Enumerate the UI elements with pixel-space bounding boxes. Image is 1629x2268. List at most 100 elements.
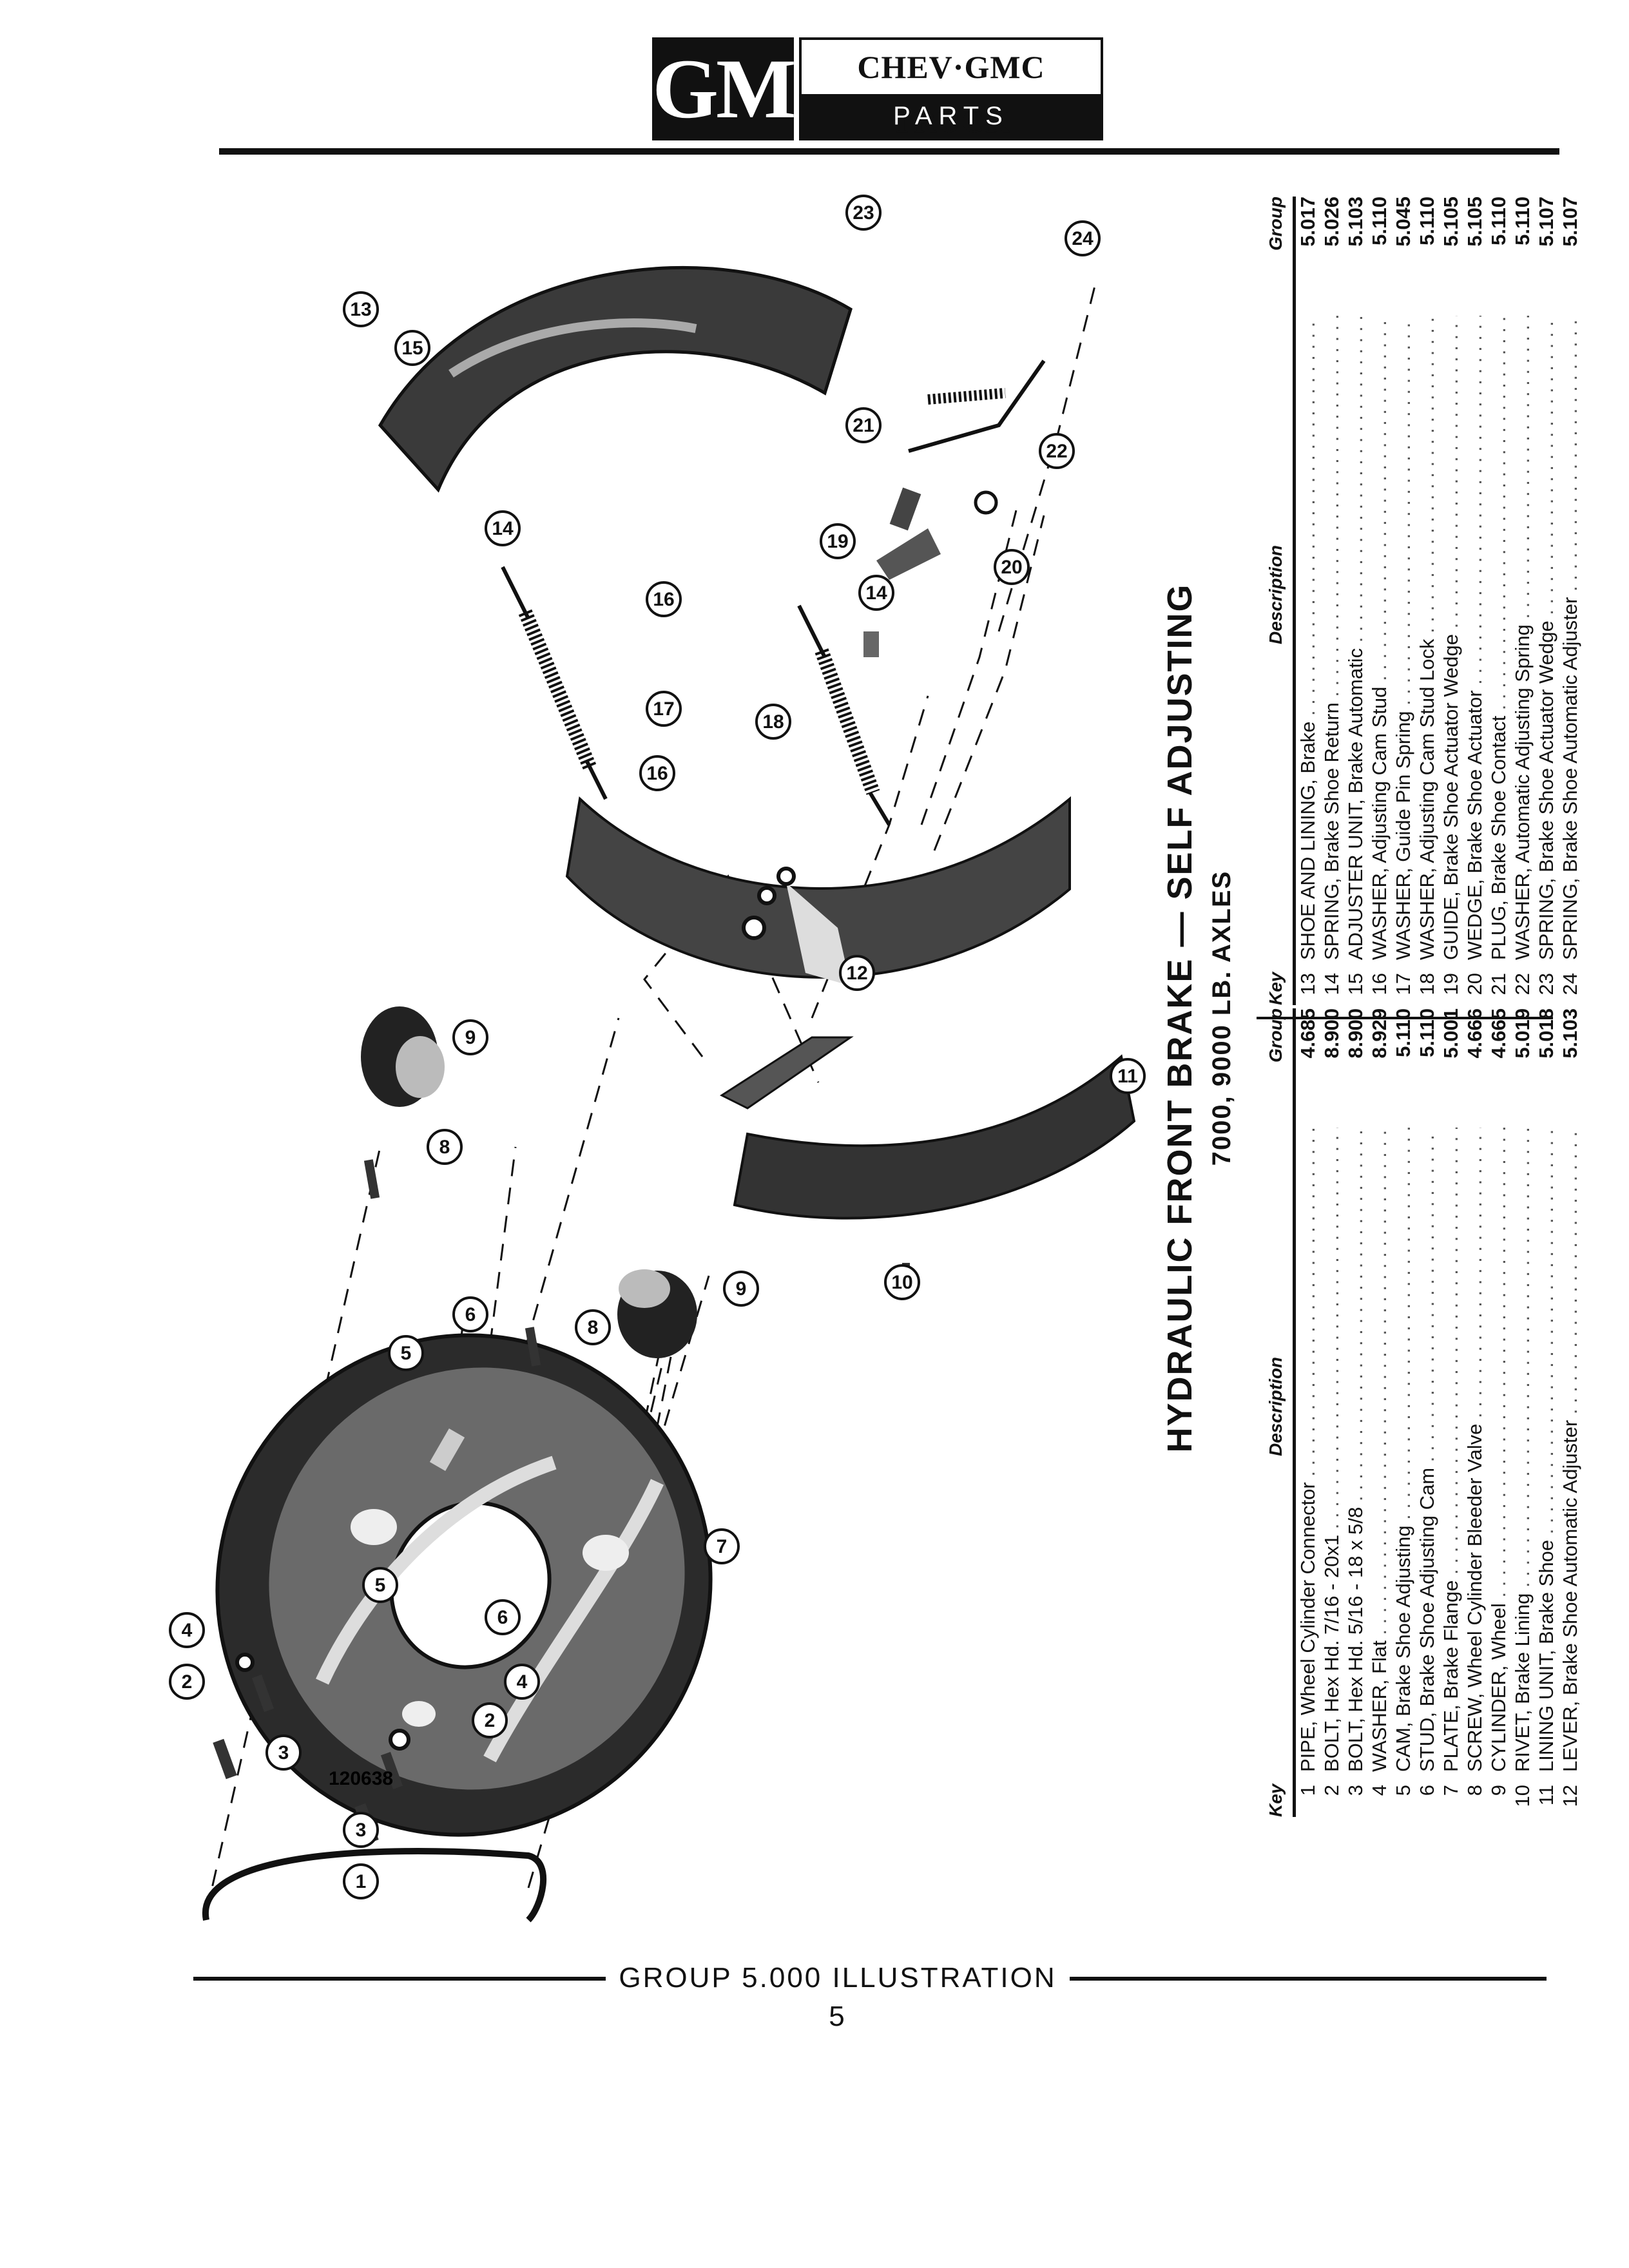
part-group: 5.110 [1367, 197, 1391, 293]
callout-20: 20 [994, 549, 1030, 585]
part-key: 7 [1440, 1785, 1462, 1796]
part-key: 8 [1463, 1785, 1486, 1796]
part-group: 5.105 [1439, 197, 1463, 293]
svg-text:20: 20 [1001, 557, 1022, 578]
gm-logo-mark: GM [652, 37, 796, 140]
part-description: CAM, Brake Shoe Adjusting [1391, 1128, 1415, 1772]
part-group: 4.665 [1487, 1008, 1510, 1105]
brake-shoe-lower [565, 796, 1071, 979]
svg-text:14: 14 [865, 582, 887, 604]
callout-15: 15 [394, 330, 430, 366]
svg-text:22: 22 [1046, 441, 1067, 462]
callout-16b: 16 [639, 755, 675, 791]
part-key: 11 [1535, 1785, 1557, 1806]
part-key: 24 [1559, 973, 1581, 995]
part-group: 5.107 [1558, 197, 1582, 293]
part-description: PLUG, Brake Shoe Contact [1487, 316, 1510, 960]
svg-text:18: 18 [762, 711, 784, 733]
part-key: 4 [1368, 1785, 1391, 1796]
svg-text:8: 8 [588, 1317, 599, 1338]
callout-3a: 3 [265, 1735, 302, 1771]
part-key: 20 [1463, 973, 1486, 995]
part-key: 5 [1392, 1785, 1414, 1796]
parts-row: 9 CYLINDER, Wheel 4.665 [1487, 1008, 1510, 1817]
parts-table-right-header: Key Description Group [1257, 197, 1296, 1005]
svg-text:2: 2 [485, 1710, 496, 1731]
part-group: 4.685 [1296, 1008, 1320, 1105]
svg-text:2: 2 [182, 1671, 193, 1693]
logo-title-box: CHEV·GMC TRUCK PARTS CATALOGUE [799, 37, 1103, 174]
part-description: WASHER, Adjusting Cam Stud Lock [1415, 316, 1439, 961]
part-description: SPRING, Brake Shoe Return [1320, 316, 1344, 960]
gm-logo: GM CHEV·GMC TRUCK PARTS CATALOGUE [652, 37, 1103, 174]
svg-text:5: 5 [401, 1343, 412, 1364]
callout-2a: 2 [169, 1664, 205, 1700]
part-group: 5.001 [1439, 1008, 1463, 1105]
callout-16a: 16 [646, 581, 682, 617]
callout-2b: 2 [472, 1702, 508, 1738]
callout-13: 13 [343, 291, 379, 327]
col-key: Key [1266, 972, 1286, 1005]
callout-4a: 4 [169, 1612, 205, 1648]
part-key: 2 [1320, 1785, 1343, 1796]
return-spring-right [797, 604, 891, 826]
callout-22: 22 [1039, 433, 1075, 469]
part-key: 18 [1416, 973, 1438, 995]
svg-text:12: 12 [846, 963, 867, 984]
svg-text:10: 10 [891, 1272, 912, 1293]
part-group: 5.110 [1510, 197, 1534, 293]
part-group: 5.107 [1534, 197, 1558, 293]
wheel-cylinder-pipe [202, 1848, 547, 1923]
svg-text:3: 3 [278, 1742, 289, 1763]
part-key: 16 [1368, 973, 1391, 995]
part-description: LEVER, Brake Shoe Automatic Adjuster [1558, 1128, 1582, 1772]
part-description: WASHER, Adjusting Cam Stud [1367, 316, 1391, 960]
part-description: CYLINDER, Wheel [1487, 1128, 1510, 1772]
page-title: HYDRAULIC FRONT BRAKE — SELF ADJUSTING [1161, 583, 1199, 1453]
callout-19: 19 [820, 523, 856, 559]
svg-text:11: 11 [1117, 1066, 1138, 1087]
callout-7: 7 [704, 1528, 740, 1564]
part-description: SPRING, Brake Shoe Automatic Adjuster [1558, 316, 1582, 960]
shoe-and-lining-upper [378, 265, 853, 493]
part-key: 17 [1392, 973, 1414, 995]
svg-text:9: 9 [736, 1278, 747, 1300]
callout-21: 21 [845, 407, 882, 443]
part-description: PIPE, Wheel Cylinder Connector [1296, 1128, 1320, 1772]
callout-5b: 5 [362, 1567, 398, 1603]
callout-12: 12 [839, 955, 875, 991]
table-divider [1257, 1017, 1553, 1019]
footer-rule-left [193, 1977, 606, 1981]
part-group: 5.017 [1296, 197, 1320, 293]
col-group: Group [1266, 197, 1286, 251]
part-group: 5.105 [1463, 197, 1487, 293]
part-description: RIVET, Brake Lining [1510, 1128, 1534, 1772]
footer-rule-right [1070, 1977, 1547, 1981]
part-description: ADJUSTER UNIT, Brake Automatic [1344, 316, 1367, 960]
callout-14a: 14 [485, 510, 521, 546]
part-key: 9 [1487, 1785, 1510, 1796]
header-rule [219, 148, 1559, 155]
svg-text:6: 6 [465, 1304, 476, 1325]
callout-9a: 9 [452, 1019, 488, 1055]
part-key: 10 [1511, 1785, 1534, 1807]
part-description: PLATE, Brake Flange [1439, 1128, 1463, 1772]
parts-row: 16 WASHER, Adjusting Cam Stud 5.110 [1367, 197, 1391, 1005]
callout-8a: 8 [427, 1129, 463, 1165]
return-spring-left [501, 566, 608, 800]
page-subtitle: 7000, 9000 LB. AXLES [1208, 870, 1236, 1166]
callout-3b: 3 [343, 1812, 379, 1848]
part-description: STUD, Brake Shoe Adjusting Cam [1415, 1128, 1439, 1772]
parts-legend-panel: HYDRAULIC FRONT BRAKE — SELF ADJUSTING 7… [1153, 193, 1582, 1843]
svg-text:15: 15 [401, 338, 423, 359]
part-group: 5.103 [1558, 1008, 1582, 1105]
part-description: SCREW, Wheel Cylinder Bleeder Valve [1463, 1128, 1487, 1772]
callout-23: 23 [845, 195, 882, 231]
